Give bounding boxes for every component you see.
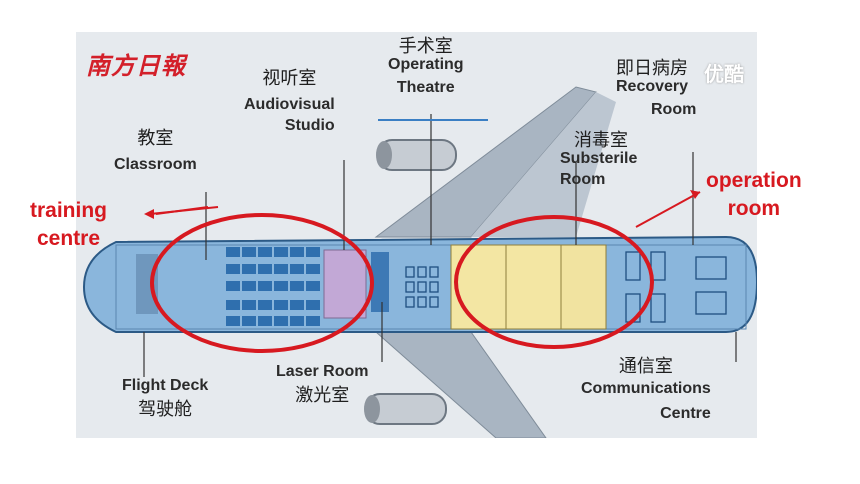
lower-engine-intake	[364, 395, 380, 423]
upper-engine-intake	[376, 141, 392, 169]
leader-lines	[143, 114, 737, 377]
operation-room-highlight	[454, 215, 654, 349]
laser-room-label: Laser Room 激光室	[276, 363, 369, 406]
communications-centre-en-2: Centre	[660, 404, 711, 422]
operating-theatre-en-1: Operating	[388, 55, 464, 73]
substerile-area	[560, 244, 607, 330]
operation-arrow-head	[690, 190, 700, 199]
classroom-zh: 教室	[137, 128, 174, 149]
recovery-room-label: 即日病房 Recovery Room	[616, 58, 697, 118]
operating-theatre-zh: 手术室	[398, 36, 453, 57]
training-centre-highlight	[150, 213, 374, 353]
video-watermark: 优酷	[704, 62, 744, 86]
flight-deck-en: Flight Deck	[122, 377, 209, 394]
training-centre-annotation: training centre	[30, 199, 107, 251]
upper-wing-flap	[471, 92, 616, 237]
communications-centre-en-1: Communications	[581, 379, 711, 397]
flight-deck-label: Flight Deck 驾驶舱	[122, 377, 209, 420]
laser-room-en: Laser Room	[276, 363, 369, 380]
communications-centre-label: 通信室 Communications Centre	[581, 356, 711, 422]
substerile-room-en-2: Room	[560, 170, 606, 188]
flight-deck-zh: 驾驶舱	[138, 398, 193, 420]
audiovisual-studio-label: 视听室 Audiovisual Studio	[244, 68, 335, 134]
recovery-room-en-1: Recovery	[616, 77, 689, 95]
diagram-panel: 南方日報 优酷 手术室 Operating Theatre 视听室 Audiov…	[76, 32, 757, 438]
audiovisual-studio-zh: 视听室	[262, 68, 317, 89]
operation-arrow-line	[635, 191, 701, 228]
operating-theatre-label: 手术室 Operating Theatre	[388, 36, 464, 96]
substerile-room-en-1: Substerile	[560, 149, 638, 167]
fuselage	[82, 235, 757, 333]
aircraft-illustration	[82, 86, 757, 438]
classroom-label: 教室 Classroom	[114, 128, 197, 174]
recovery-room-en-2: Room	[651, 100, 697, 118]
operation-room-line-2: room	[727, 197, 781, 221]
newspaper-logo: 南方日報	[86, 51, 186, 80]
studio-area	[323, 249, 367, 319]
audiovisual-studio-en-2: Studio	[284, 116, 335, 134]
training-arrow-line	[155, 206, 209, 215]
laser-room-fixtures	[405, 266, 439, 308]
operation-room-annotation: operation room	[706, 169, 802, 221]
training-centre-line-1: training	[30, 199, 107, 222]
audiovisual-studio-en-1: Audiovisual	[244, 95, 335, 113]
recovery-room-zh: 即日病房	[616, 58, 688, 79]
substerile-room-label: 消毒室 Substerile Room	[560, 130, 638, 188]
substerile-room-zh: 消毒室	[574, 130, 628, 151]
operating-theatre-en-2: Theatre	[396, 78, 455, 96]
operation-room-line-1: operation	[706, 169, 802, 192]
classroom-seats	[226, 247, 320, 326]
training-centre-line-2: centre	[36, 227, 101, 251]
recovery-room-fixtures	[625, 251, 727, 323]
studio-seats	[371, 252, 389, 312]
laser-room-zh: 激光室	[295, 384, 350, 406]
classroom-en: Classroom	[114, 155, 197, 173]
communications-centre-zh: 通信室	[618, 356, 673, 377]
